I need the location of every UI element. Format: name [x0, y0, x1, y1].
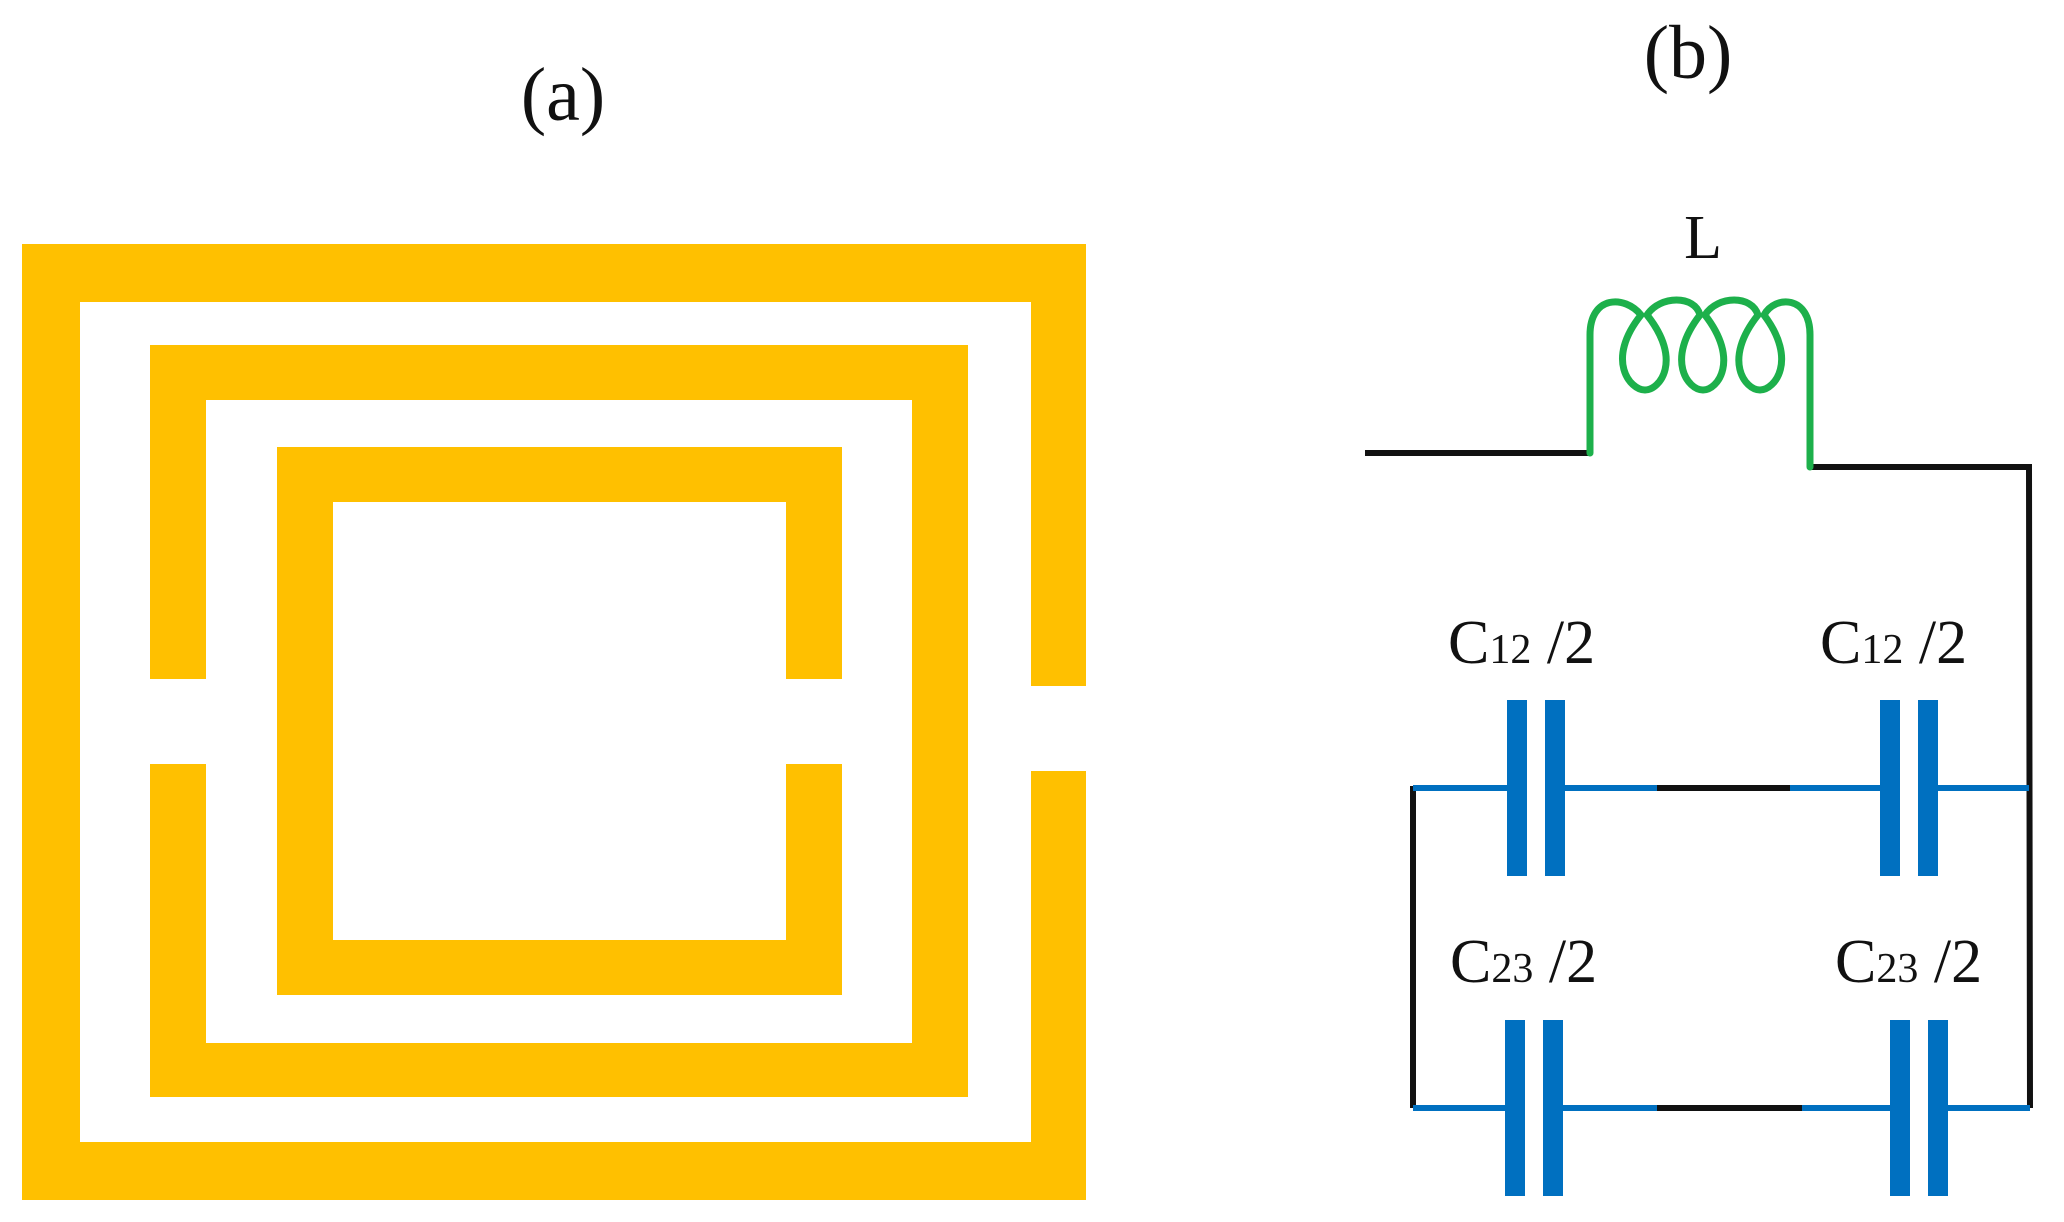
capacitor-label-bottom-right: C23 /2: [1835, 928, 1982, 996]
capacitor-c12-right: [1790, 700, 2029, 876]
right-rail: [1810, 464, 2033, 1109]
split-ring-resonator: [22, 244, 1086, 1200]
inner-ring: [277, 447, 842, 995]
panel-b-title: (b): [1644, 11, 1733, 95]
capacitor-c12-left: [1413, 700, 1657, 876]
inductor-coil: [1586, 296, 1814, 471]
panel-a-title: (a): [521, 53, 605, 137]
circuit-wires: [1365, 450, 2033, 1111]
capacitor-label-top-left: C12 /2: [1448, 609, 1595, 677]
capacitor-c23-right: [1802, 1020, 2030, 1196]
capacitor-c23-left: [1413, 1020, 1657, 1196]
capacitor-label-top-right: C12 /2: [1820, 609, 1967, 677]
inductor-label: L: [1684, 204, 1722, 272]
capacitor-label-bottom-left: C23 /2: [1450, 928, 1597, 996]
